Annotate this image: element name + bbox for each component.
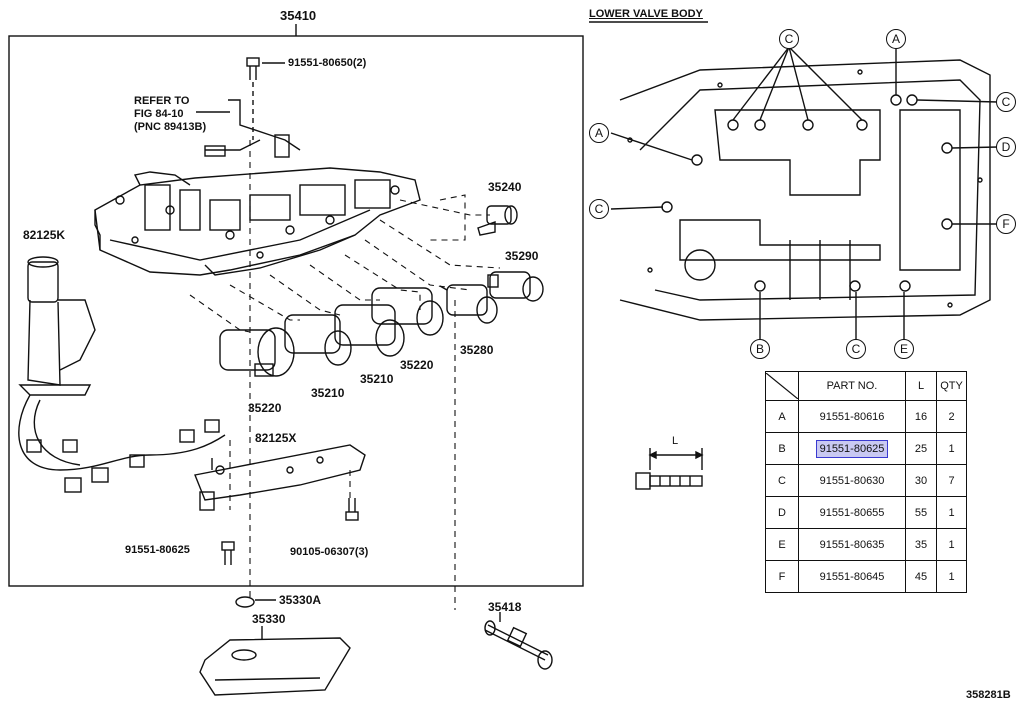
table-row: C 91551-80630 30 7 <box>765 464 967 497</box>
solenoid-35210-left <box>284 314 352 366</box>
part-35240-label[interactable]: 35240 <box>488 180 522 194</box>
table-row: D 91551-80655 55 1 <box>765 496 967 529</box>
table-row: E 91551-80635 35 1 <box>765 528 967 561</box>
part-35290-label[interactable]: 35290 <box>505 249 539 263</box>
highlighted-part-number[interactable]: 91551-80625 <box>815 439 889 458</box>
valve-body <box>94 167 421 276</box>
solenoid-35280 <box>439 284 498 324</box>
header-part-no: PART NO. <box>798 371 906 401</box>
row-length: 30 <box>905 464 937 497</box>
callout-b-bottom: B <box>750 339 770 359</box>
part-35330-label[interactable]: 35330 <box>252 612 286 626</box>
callout-c-left: C <box>589 199 609 219</box>
row-qty: 1 <box>936 496 967 529</box>
bolt-parts-table: PART NO. L QTY A 91551-80616 16 2 B 9155… <box>765 371 967 593</box>
solenoid-35210-right <box>334 304 405 357</box>
part-82125K-label[interactable]: 82125K <box>23 228 66 242</box>
row-qty: 7 <box>936 464 967 497</box>
row-length: 55 <box>905 496 937 529</box>
row-length: 25 <box>905 432 937 465</box>
row-part-no-highlighted[interactable]: 91551-80625 <box>798 432 906 465</box>
part-35330A-label[interactable]: 35330A <box>279 593 322 607</box>
row-key: F <box>765 560 799 593</box>
table-header-row: PART NO. L QTY <box>765 371 967 401</box>
row-key: A <box>765 400 799 433</box>
row-part-no[interactable]: 91551-80645 <box>798 560 906 593</box>
row-qty: 1 <box>936 560 967 593</box>
refer-line-1: REFER TO <box>134 95 190 107</box>
bolt-length-illustration <box>635 448 704 490</box>
row-qty: 2 <box>936 400 967 433</box>
strainer-35330 <box>199 637 351 696</box>
part-35220-label-left[interactable]: 35220 <box>248 401 282 415</box>
header-key <box>765 371 799 401</box>
part-91551-80625-label[interactable]: 91551-80625 <box>125 544 190 556</box>
solenoid-35240 <box>477 205 518 236</box>
header-diagonal <box>766 373 798 399</box>
row-part-no[interactable]: 91551-80635 <box>798 528 906 561</box>
header-qty: QTY <box>936 371 967 401</box>
row-key: D <box>765 496 799 529</box>
bolt-90105 <box>345 498 359 521</box>
callout-a-top: A <box>886 29 906 49</box>
row-part-no[interactable]: 91551-80630 <box>798 464 906 497</box>
callout-f-right: F <box>996 214 1016 234</box>
harness-refer <box>196 99 301 158</box>
part-35210-label-right[interactable]: 35210 <box>360 372 394 386</box>
row-qty: 1 <box>936 432 967 465</box>
row-key: E <box>765 528 799 561</box>
row-length: 45 <box>905 560 937 593</box>
top-bolt <box>246 57 285 140</box>
part-90105-label[interactable]: 90105-06307(3) <box>290 546 369 558</box>
callout-e-bottom: E <box>894 339 914 359</box>
assembly-number: 35410 <box>280 8 317 23</box>
part-35280-label[interactable]: 35280 <box>460 343 494 357</box>
part-35210-label-left[interactable]: 35210 <box>311 386 345 400</box>
solenoid-35220-left <box>219 327 295 377</box>
callout-c-bottom: C <box>846 339 866 359</box>
part-82125X-label[interactable]: 82125X <box>255 431 297 445</box>
part-35220-label-right[interactable]: 35220 <box>400 358 434 372</box>
part-35418-label[interactable]: 35418 <box>488 600 522 614</box>
callout-a-left: A <box>589 123 609 143</box>
table-row: B 91551-80625 25 1 <box>765 432 967 465</box>
table-row: A 91551-80616 16 2 <box>765 400 967 433</box>
callout-d-right: D <box>996 137 1016 157</box>
row-key: C <box>765 464 799 497</box>
bolt-top-label: 91551-80650(2) <box>288 57 367 69</box>
row-length: 16 <box>905 400 937 433</box>
refer-line-2: FIG 84-10 <box>134 108 184 120</box>
row-key: B <box>765 432 799 465</box>
harness-82125K <box>18 256 226 493</box>
row-part-no[interactable]: 91551-80655 <box>798 496 906 529</box>
header-length: L <box>905 371 937 401</box>
bolt-length-label: L <box>672 435 679 447</box>
lower-valve-body-view <box>610 46 999 341</box>
table-row: F 91551-80645 45 1 <box>765 560 967 593</box>
solenoid-35290 <box>487 271 544 302</box>
row-qty: 1 <box>936 528 967 561</box>
callout-c-top: C <box>779 29 799 49</box>
refer-line-3: (PNC 89413B) <box>134 121 207 133</box>
callout-c-right: C <box>996 92 1016 112</box>
solenoid-35220-right <box>371 287 444 336</box>
plate-82125X <box>194 444 366 511</box>
bolt-91551-80625 <box>221 541 235 565</box>
lower-valve-body-title: LOWER VALVE BODY <box>589 8 703 20</box>
row-part-no[interactable]: 91551-80616 <box>798 400 906 433</box>
pipe-35418 <box>484 612 553 670</box>
o-ring-35330A <box>235 596 255 608</box>
row-length: 35 <box>905 528 937 561</box>
diagram-id: 358281B <box>966 689 1011 701</box>
